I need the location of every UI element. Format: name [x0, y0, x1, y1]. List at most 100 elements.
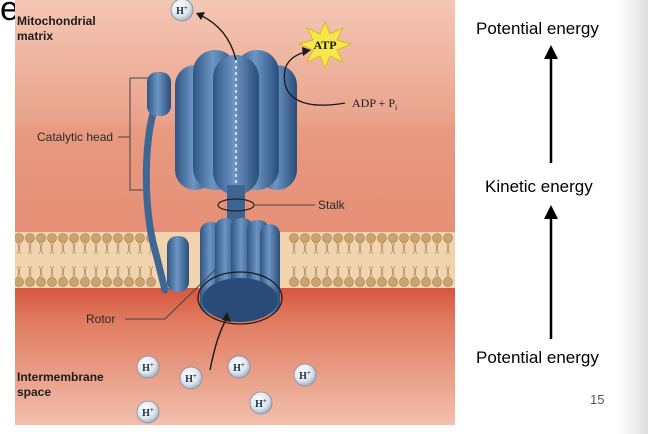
- lipid-tail: [94, 265, 98, 279]
- lipid-tail: [369, 265, 373, 279]
- lipid-head: [91, 277, 101, 287]
- lipid-head: [58, 233, 68, 243]
- lipid-head: [47, 233, 57, 243]
- adp-pi-label: ADP + Pi: [352, 96, 398, 112]
- lipid-head: [135, 233, 145, 243]
- lipid-head: [377, 233, 387, 243]
- proton-matrix: H+: [170, 0, 194, 22]
- lipid-tail: [314, 265, 318, 279]
- lipid-head: [124, 233, 134, 243]
- lipid-tail: [105, 265, 109, 279]
- lipid-head: [399, 233, 409, 243]
- lipid-tail: [17, 265, 21, 279]
- lipid-tail: [94, 241, 98, 255]
- lipid-head: [300, 277, 310, 287]
- lipid-head: [355, 233, 365, 243]
- lipid-tail: [402, 241, 406, 255]
- proton-charge: +: [307, 369, 311, 377]
- proton-intermembrane-1: H+: [136, 355, 160, 379]
- lipid-head: [289, 233, 299, 243]
- lipid-head: [311, 277, 321, 287]
- lipid-head: [58, 277, 68, 287]
- rotor: [167, 218, 283, 325]
- lipid-head: [15, 277, 24, 287]
- lipid-head: [322, 233, 332, 243]
- lipid-tail: [325, 265, 329, 279]
- intermembrane-label-line2: space: [17, 385, 51, 399]
- lipid-tail: [50, 241, 54, 255]
- svg-text:H+: H+: [233, 361, 245, 374]
- lipid-tail: [446, 241, 450, 255]
- lipid-head: [443, 277, 453, 287]
- lipid-tail: [413, 265, 417, 279]
- lipid-tail: [358, 241, 362, 255]
- lipid-tail: [336, 241, 340, 255]
- lipid-head: [15, 233, 24, 243]
- atp-synthesis-arrow: [283, 51, 346, 106]
- stalk-rotation-arrow: [217, 198, 255, 212]
- lipid-head: [25, 277, 35, 287]
- lipid-head: [333, 277, 343, 287]
- lipid-tail: [369, 241, 373, 255]
- lipid-tail: [347, 241, 351, 255]
- energy-label-middle: Kinetic energy: [485, 177, 593, 196]
- proton-charge: +: [193, 372, 197, 380]
- lipid-head: [421, 233, 431, 243]
- lipid-tail: [72, 265, 76, 279]
- lipid-tail: [347, 265, 351, 279]
- lipid-tail: [380, 241, 384, 255]
- lipid-tail: [61, 241, 65, 255]
- lipid-tail: [39, 241, 43, 255]
- svg-text:H+: H+: [176, 4, 188, 17]
- lipid-head: [388, 233, 398, 243]
- proton-intermembrane-6: H+: [249, 391, 273, 415]
- proton-intermembrane-3: H+: [227, 355, 251, 379]
- lipid-head: [113, 233, 123, 243]
- proton-symbol: H: [142, 408, 150, 419]
- lipid-tail: [424, 241, 428, 255]
- energy-label-bottom: Potential energy: [476, 348, 599, 367]
- lipid-tail: [303, 241, 307, 255]
- lipid-head: [344, 233, 354, 243]
- lipid-tail: [391, 241, 395, 255]
- lipid-head: [443, 233, 453, 243]
- proton-exit-arrow: [199, 14, 237, 61]
- lipid-tail: [292, 265, 296, 279]
- stalk-label: Stalk: [318, 198, 346, 212]
- proton-symbol: H: [299, 371, 307, 382]
- svg-text:H+: H+: [255, 397, 267, 410]
- central-stalk: [227, 185, 245, 225]
- lipid-head: [91, 233, 101, 243]
- proton-symbol: H: [185, 374, 193, 385]
- lipid-tail: [446, 265, 450, 279]
- proton-charge: +: [150, 406, 154, 414]
- matrix-label-line2: matrix: [17, 29, 53, 43]
- proton-charge: +: [150, 361, 154, 369]
- lipid-tail: [127, 241, 131, 255]
- lipid-head: [399, 277, 409, 287]
- energy-arrow-upper-head: [544, 45, 558, 59]
- catalytic-head-bracket: [118, 77, 150, 191]
- lipid-head: [102, 277, 112, 287]
- lipid-head: [47, 277, 57, 287]
- catalytic-head-label: Catalytic head: [37, 130, 113, 144]
- lipid-head: [432, 233, 442, 243]
- proton-charge: +: [184, 4, 188, 12]
- lipid-tail: [413, 241, 417, 255]
- lipid-tail: [83, 241, 87, 255]
- energy-arrows: [544, 45, 558, 339]
- lipid-tail: [39, 265, 43, 279]
- lipid-head: [124, 277, 134, 287]
- lipid-tail: [149, 265, 153, 279]
- catalytic-head: [175, 50, 297, 195]
- lipid-tail: [72, 241, 76, 255]
- adp-pi-text: ADP + P: [352, 96, 395, 110]
- proton-symbol: H: [176, 6, 184, 17]
- energy-arrow-lower-head: [544, 205, 558, 219]
- energy-label-top: Potential energy: [476, 19, 599, 38]
- lipid-head: [421, 277, 431, 287]
- atp-synthase-diagram: ATP ADP + Pi Mitochondrial matrix Cataly…: [15, 0, 455, 425]
- atp-burst: ATP: [297, 20, 353, 70]
- lipid-tail: [105, 241, 109, 255]
